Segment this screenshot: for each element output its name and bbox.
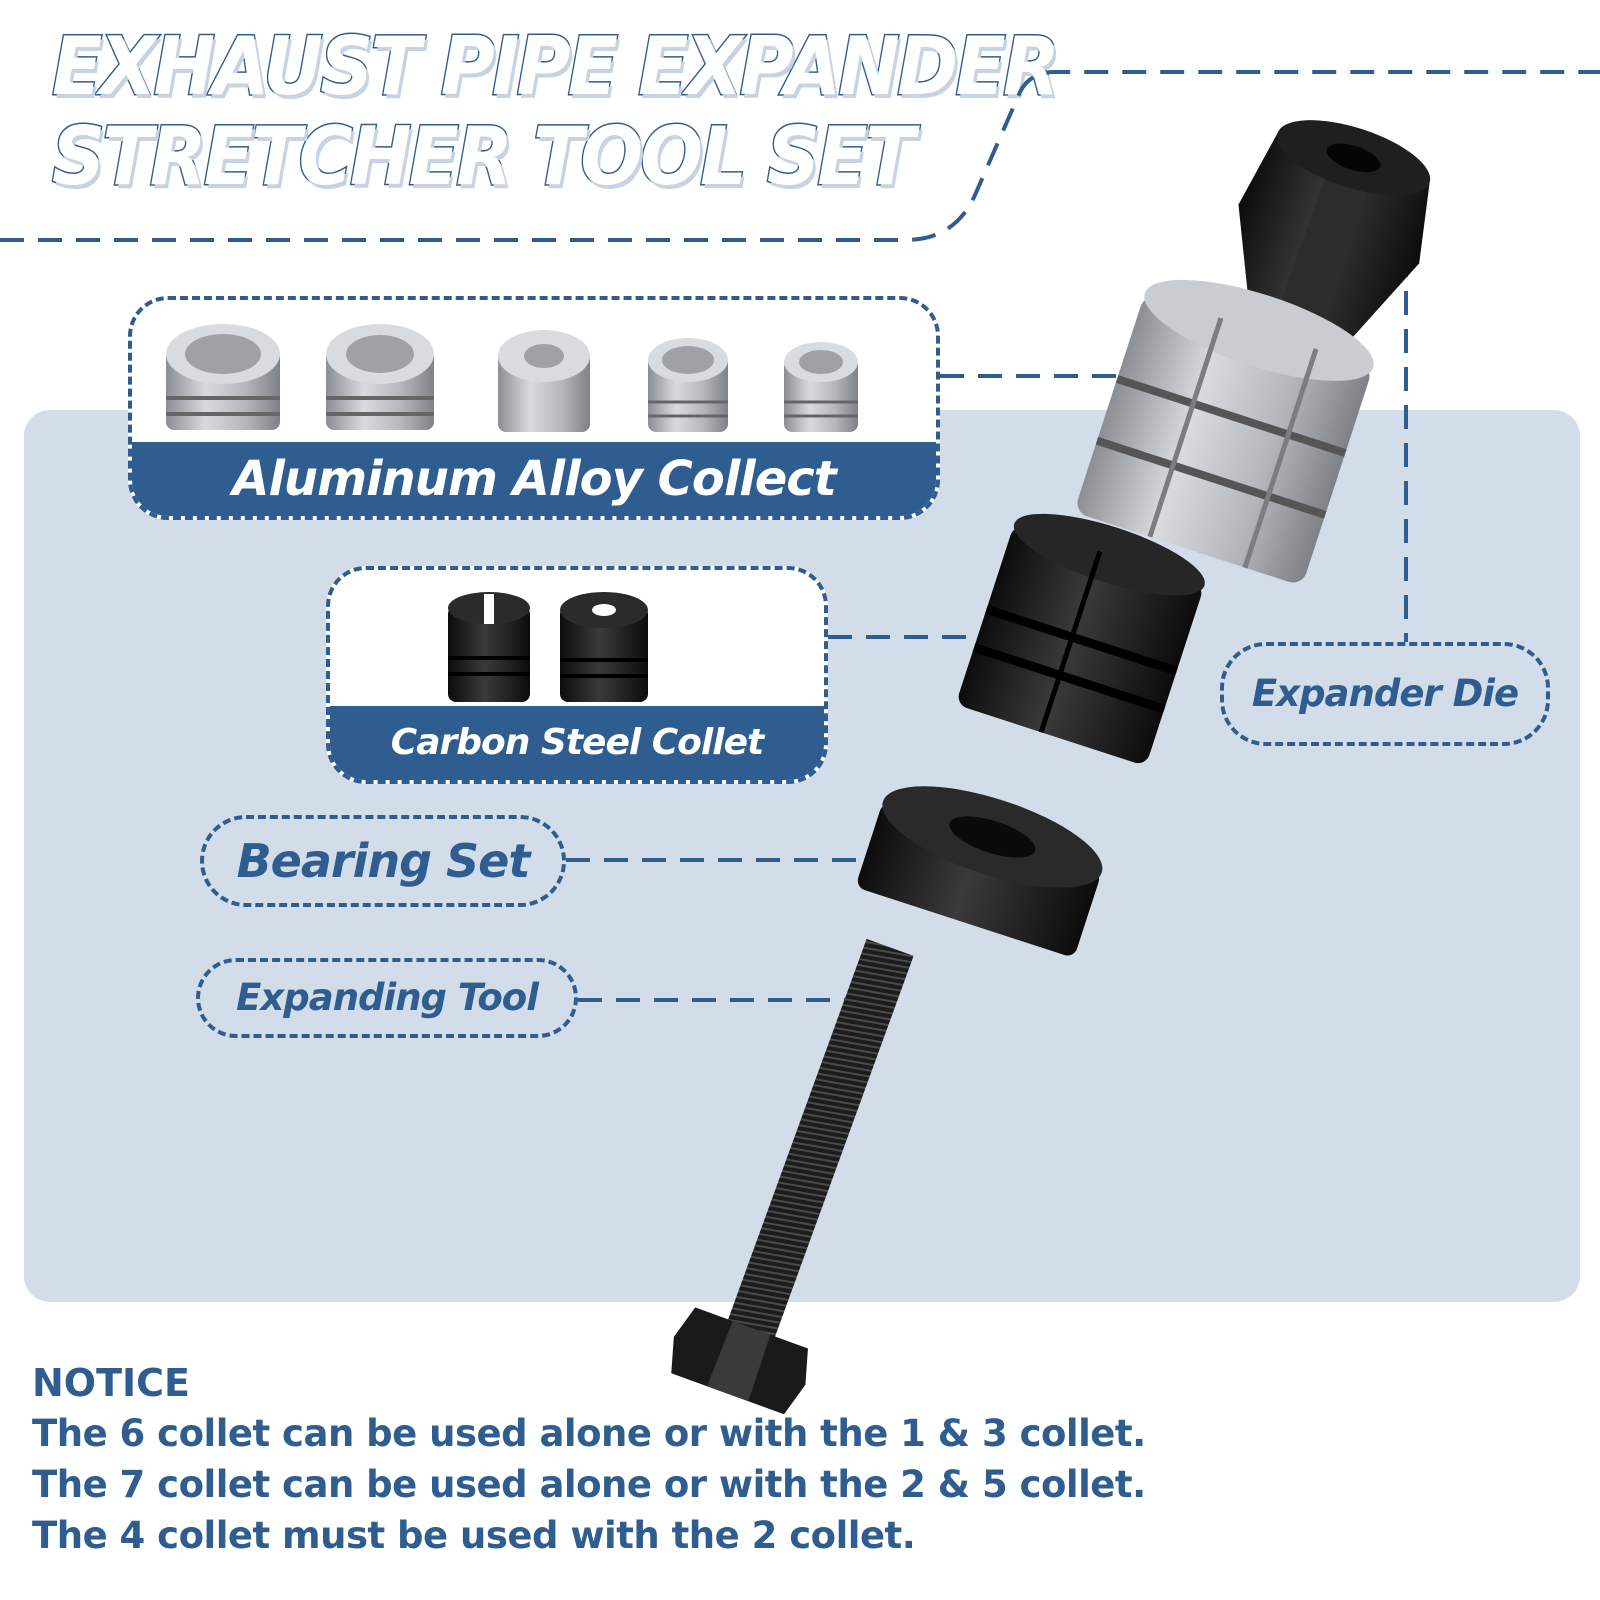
carbon-collet-piece-image (448, 592, 530, 702)
notice-section: NOTICE The 6 collet can be used alone or… (32, 1358, 1146, 1561)
aluminum-collet-label: Aluminum Alloy Collect (132, 442, 936, 516)
expanding-tool-label: Expanding Tool (196, 958, 578, 1038)
expander-die-image (1238, 120, 1431, 337)
carbon-collet-image (958, 513, 1205, 764)
notice-line: The 7 collet can be used alone or with t… (32, 1463, 1146, 1506)
aluminum-collet-ring-image (498, 330, 590, 432)
carbon-collet-piece-image (560, 592, 648, 702)
aluminum-collet-ring-image (784, 342, 858, 432)
expanding-tool-image (671, 938, 914, 1415)
aluminum-collet-card: Aluminum Alloy Collect (128, 296, 940, 520)
aluminum-collet-ring-image (326, 324, 434, 430)
carbon-collet-label: Carbon Steel Collet (330, 706, 824, 780)
bearing-set-label: Bearing Set (200, 815, 566, 907)
aluminum-collet-ring-image (648, 338, 728, 432)
bearing-set-image (857, 786, 1103, 956)
notice-heading: NOTICE (32, 1361, 191, 1405)
aluminum-collet-assembly-image (1077, 279, 1374, 583)
aluminum-collet-ring-image (166, 324, 280, 430)
expander-die-label: Expander Die (1220, 642, 1550, 746)
carbon-collet-card: Carbon Steel Collet (326, 566, 828, 784)
notice-line: The 6 collet can be used alone or with t… (32, 1412, 1146, 1455)
notice-line: The 4 collet must be used with the 2 col… (32, 1514, 916, 1557)
